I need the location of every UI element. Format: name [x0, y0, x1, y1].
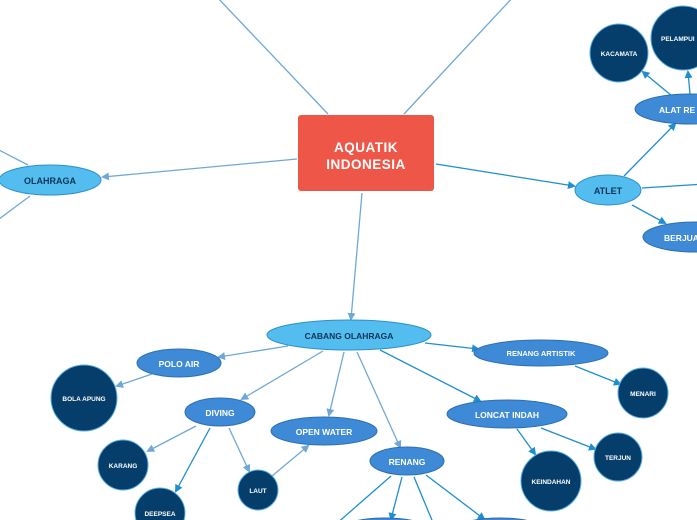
node-terjun-label: TERJUN [605, 455, 631, 462]
edge-alat-pelampung [684, 70, 693, 95]
node-diving[interactable]: DIVING [184, 397, 256, 427]
node-deepsea[interactable]: DEEPSEA [134, 487, 186, 520]
edge-cabang-polo [217, 345, 289, 361]
node-olahraga-label: OLAHRAGA [24, 176, 76, 186]
node-terjun[interactable]: TERJUN [593, 432, 643, 482]
edge-atlet-alat [623, 122, 677, 177]
edge-alat-kacamata [641, 70, 673, 97]
node-kacamata[interactable]: KACAMATA [589, 23, 649, 83]
edge-root-cabang [347, 192, 363, 321]
edge-diving-laut [228, 427, 251, 473]
root-label-line1: AQUATIK [334, 140, 398, 155]
edge-atlet-berjuang [631, 204, 667, 224]
edge-root-topright [403, 0, 512, 115]
node-polo-air[interactable]: POLO AIR [136, 348, 222, 378]
edge-cabang-artistik [424, 342, 480, 353]
edge-diving-karang [146, 425, 197, 452]
edge-renang-b [388, 476, 403, 520]
node-open-water[interactable]: OPEN WATER [270, 416, 378, 446]
node-karang[interactable]: KARANG [97, 439, 149, 491]
node-pelampung-label: PELAMPUI [661, 36, 695, 43]
node-renang-artistik-label: RENANG ARTISTIK [507, 349, 576, 358]
edge-laut-openwater [271, 444, 310, 477]
node-diving-label: DIVING [205, 408, 235, 418]
node-loncat-indah-label: LONCAT INDAH [475, 410, 539, 420]
edge-root-olahraga [101, 158, 298, 181]
node-bola-apung[interactable]: BOLA APUNG [50, 364, 118, 432]
edge-olahraga-down [0, 195, 31, 220]
edge-cabang-loncat [379, 349, 482, 402]
node-laut[interactable]: LAUT [237, 469, 279, 511]
node-alat-renang[interactable]: ALAT RE [634, 93, 697, 125]
node-karang-label: KARANG [109, 463, 138, 470]
edge-cabang-renang [356, 351, 402, 449]
edge-artistik-menari [574, 365, 622, 386]
node-pelampung[interactable]: PELAMPUI [650, 5, 697, 71]
node-renang-label: RENANG [389, 457, 426, 467]
node-renang[interactable]: RENANG [369, 446, 445, 476]
edge-atlet-right [641, 183, 697, 189]
edge-root-atlet [435, 163, 576, 190]
edge-renang-d [425, 474, 486, 520]
edge-renang-a [339, 475, 392, 520]
node-keindahan[interactable]: KEINDAHAN [520, 450, 582, 512]
node-berjuang-label: BERJUA [664, 233, 697, 243]
node-atlet-label: ATLET [594, 186, 623, 196]
node-deepsea-label: DEEPSEA [144, 511, 175, 518]
node-olahraga[interactable]: OLAHRAGA [0, 164, 102, 196]
node-cabang-label: CABANG OLAHRAGA [305, 331, 394, 341]
edge-cabang-diving [240, 350, 324, 401]
edge-olahraga-up [0, 149, 29, 166]
node-berjuang[interactable]: BERJUA [642, 221, 697, 253]
node-renang-artistik[interactable]: RENANG ARTISTIK [473, 339, 609, 367]
node-loncat-indah[interactable]: LONCAT INDAH [446, 399, 568, 429]
node-cabang-olahraga[interactable]: CABANG OLAHRAGA [266, 319, 432, 351]
node-menari[interactable]: MENARI [617, 367, 669, 419]
node-kacamata-label: KACAMATA [601, 51, 638, 58]
edge-loncat-keindahan [516, 428, 537, 456]
node-polo-air-label: POLO AIR [159, 359, 200, 369]
edge-loncat-terjun [540, 427, 597, 451]
node-alat-renang-label: ALAT RE [659, 105, 696, 115]
edge-cabang-openwater [326, 351, 345, 417]
edge-polo-bola [115, 373, 153, 388]
edge-diving-deepsea [175, 427, 211, 493]
edge-root-topleft [218, 0, 329, 115]
node-bola-apung-label: BOLA APUNG [62, 396, 105, 403]
node-atlet[interactable]: ATLET [574, 174, 642, 206]
root-label-line2: INDONESIA [326, 157, 406, 172]
node-menari-label: MENARI [630, 391, 656, 398]
node-keindahan-label: KEINDAHAN [532, 479, 571, 486]
edge-renang-c [413, 476, 433, 520]
node-open-water-label: OPEN WATER [296, 427, 353, 437]
root-node[interactable]: AQUATIK INDONESIA [298, 115, 434, 191]
node-laut-label: LAUT [249, 488, 266, 495]
